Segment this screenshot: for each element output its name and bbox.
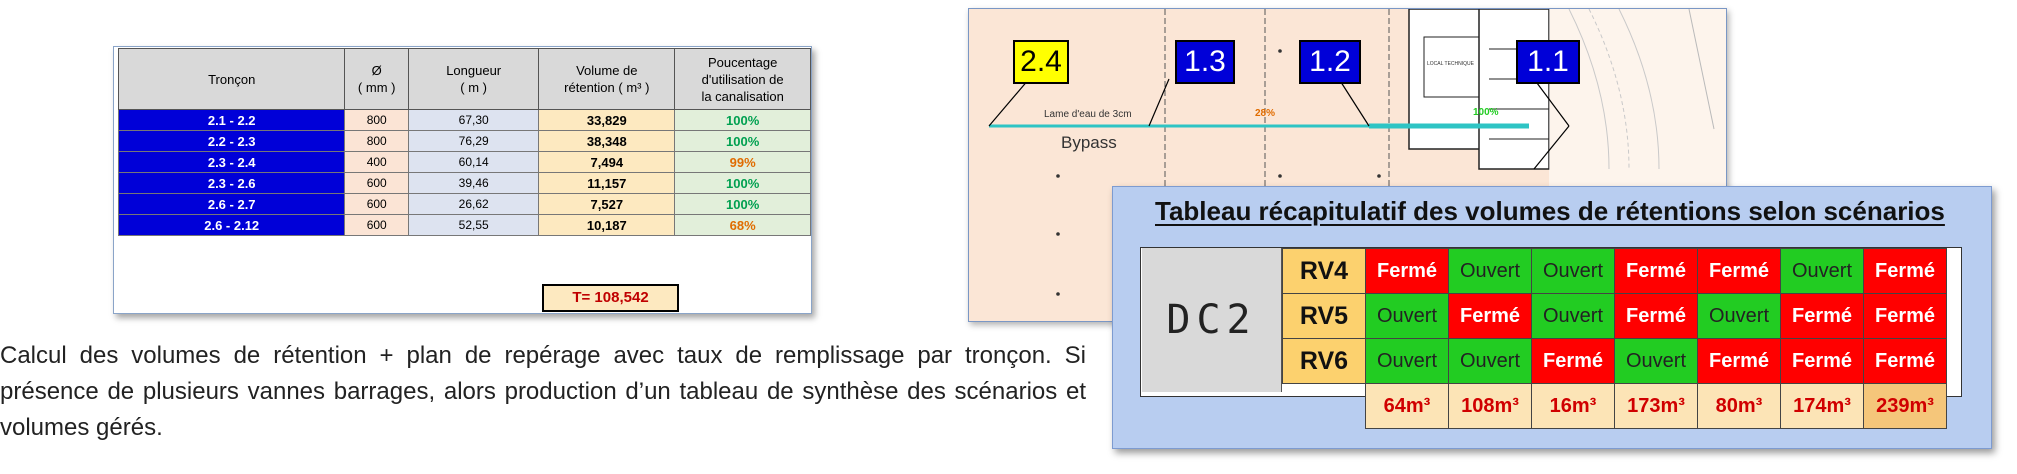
pourcentage-cell: 68% [674,214,811,236]
diametre-cell: 800 [344,109,409,131]
volume-cell: 10,187 [538,214,676,236]
plan-drawing [988,9,1726,321]
volume-cell: 239m³ [1863,383,1947,429]
state-cell: Fermé [1697,338,1781,384]
volume-cell: 38,348 [538,130,676,152]
summary-title: Tableau récapitulatif des volumes de rét… [1155,196,1945,226]
header-diametre: Ø( mm ) [344,48,409,110]
lame-label: Lame d'eau de 3cm [1044,109,1132,120]
state-cell: Fermé [1780,338,1864,384]
pourcentage-cell: 100% [674,193,811,215]
state-cell: Fermé [1863,293,1947,339]
state-cell: Fermé [1614,293,1698,339]
troncon-cell: 2.6 - 2.7 [117,193,346,215]
volume-cell: 173m³ [1614,383,1698,429]
valve-label: RV6 [1282,338,1366,384]
diametre-cell: 600 [344,214,409,236]
valve-label: RV4 [1282,248,1366,294]
tag-2-4: 2.4 [1013,40,1069,84]
longueur-cell: 76,29 [407,130,540,152]
bypass-label: Bypass [1061,133,1117,152]
blank-cell [1283,384,1366,429]
state-cell: Fermé [1365,248,1449,294]
state-cell: Ouvert [1365,338,1449,384]
state-cell: Ouvert [1448,338,1532,384]
state-cell: Ouvert [1780,248,1864,294]
troncon-cell: 2.2 - 2.3 [117,130,346,152]
pct-28-label: 28% [1255,108,1276,119]
volume-cell: 64m³ [1365,383,1449,429]
pct-100-label: 100% [1473,107,1499,118]
pourcentage-cell: 100% [674,109,811,131]
volume-cell: 16m³ [1531,383,1615,429]
tag-1-3: 1.3 [1175,40,1235,84]
tag-1-2: 1.2 [1299,40,1361,84]
volume-cell: 108m³ [1448,383,1532,429]
state-cell: Fermé [1697,248,1781,294]
longueur-cell: 67,30 [407,109,540,131]
volume-cell: 7,494 [538,151,676,173]
state-cell: Ouvert [1448,248,1532,294]
state-cell: Ouvert [1531,293,1615,339]
valve-label: RV5 [1282,293,1366,339]
volume-cell: 80m³ [1697,383,1781,429]
volume-cell: 174m³ [1780,383,1864,429]
pourcentage-cell: 100% [674,130,811,152]
state-cell: Fermé [1863,338,1947,384]
state-cell: Fermé [1863,248,1947,294]
state-cell: Fermé [1531,338,1615,384]
longueur-cell: 60,14 [407,151,540,173]
local-technique-label: LOCAL TECHNIQUE [1427,61,1474,67]
state-cell: Fermé [1780,293,1864,339]
longueur-cell: 52,55 [407,214,540,236]
header-troncon: Tronçon [117,48,346,110]
longueur-cell: 26,62 [407,193,540,215]
diametre-cell: 600 [344,193,409,215]
volume-cell: 7,527 [538,193,676,215]
diametre-cell: 400 [344,151,409,173]
volume-cell: 33,829 [538,109,676,131]
state-cell: Ouvert [1614,338,1698,384]
header-longueur: Longueur( m ) [407,48,540,110]
scenario-summary-card: Tableau récapitulatif des volumes de rét… [1112,186,1992,449]
longueur-cell: 39,46 [407,172,540,194]
state-cell: Ouvert [1531,248,1615,294]
troncon-cell: 2.3 - 2.6 [117,172,346,194]
tag-1-1: 1.1 [1516,40,1580,84]
state-cell: Ouvert [1365,293,1449,339]
pourcentage-cell: 100% [674,172,811,194]
diametre-cell: 800 [344,130,409,152]
total-volume: T= 108,542 [542,284,679,312]
pourcentage-cell: 99% [674,151,811,173]
troncon-cell: 2.6 - 2.12 [117,214,346,236]
troncon-cell: 2.1 - 2.2 [117,109,346,131]
state-cell: Ouvert [1697,293,1781,339]
dc2-label: DC2 [1142,248,1282,392]
volume-cell: 11,157 [538,172,676,194]
diametre-cell: 600 [344,172,409,194]
state-cell: Fermé [1448,293,1532,339]
description-text: Calcul des volumes de rétention + plan d… [0,342,1086,441]
troncon-cell: 2.3 - 2.4 [117,151,346,173]
state-cell: Fermé [1614,248,1698,294]
